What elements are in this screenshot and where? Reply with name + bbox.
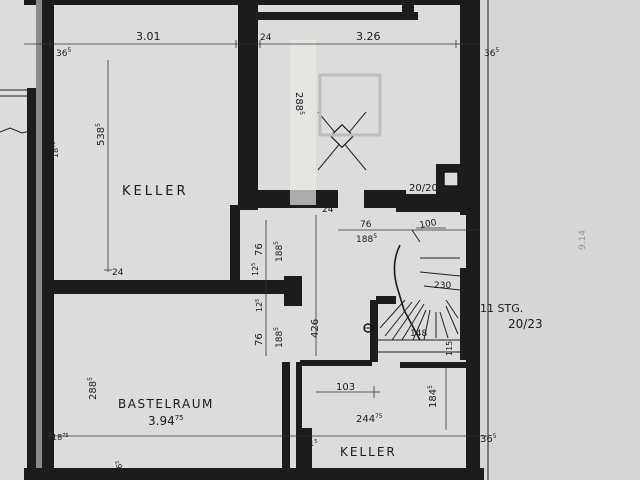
dim-244: 24475: [356, 413, 383, 425]
dim-hall-426: 426: [310, 319, 321, 338]
stair-length-b: 230: [434, 281, 451, 291]
dim-wall-36-right: 365: [484, 47, 499, 59]
stair-steps-label: 11 STG.: [480, 302, 523, 315]
dim-door-1885-a: 1885: [273, 241, 285, 262]
dim-door-1885-b: 1885: [273, 327, 285, 348]
floor-drain-symbol: [290, 40, 382, 205]
dim-1845: 1845: [427, 385, 439, 408]
dim-room-288-upper: 2885: [293, 92, 305, 115]
dim-door-115: 115: [304, 439, 317, 448]
dim-keller-height: 5385: [95, 123, 107, 146]
staircase: [363, 227, 472, 362]
dim-wall-365-br: 365: [480, 433, 497, 445]
paper-margin-right: [480, 0, 640, 480]
dim-hall-1885: 1885: [356, 233, 377, 245]
dim-wall-125-b: 125: [255, 299, 264, 312]
room-label-bastelraum: BASTELRAUM: [118, 397, 214, 411]
left-edge-lines: [0, 89, 35, 134]
dim-door-76-b: 76: [254, 333, 265, 346]
dim-wall-36-left: 365: [56, 47, 71, 59]
dim-top-right-width: 3.26: [356, 30, 381, 43]
stair-length-a: 100: [419, 218, 438, 231]
dim-left-188: 1875: [51, 141, 60, 158]
interior-walls: [54, 0, 466, 468]
dim-wall-24-door: 24: [322, 205, 334, 215]
room-label-keller-bottom: KELLER: [340, 445, 397, 459]
dimension-lines: [24, 40, 488, 440]
room-label-keller-top: KELLER: [122, 184, 188, 199]
stair-side-dim: 115: [445, 341, 454, 356]
dim-door-76-a: 76: [254, 243, 265, 256]
stair-ratio-label: 20/23: [508, 317, 543, 331]
dim-wall-24-mid: 24: [112, 268, 124, 278]
dim-wall-365-low: 365: [115, 461, 124, 474]
dim-wall-24-top: 24: [260, 33, 272, 43]
dim-wall-125-a: 125: [251, 263, 260, 276]
margin-note: 9.14: [578, 230, 588, 250]
room-area-bastelraum: 3.9475: [148, 414, 184, 428]
chimney-label: 20/20: [409, 183, 438, 194]
dim-103: 103: [336, 382, 355, 393]
dim-top-left-width: 3.01: [136, 30, 161, 43]
stair-length-c: 148: [410, 329, 427, 339]
dim-hall-76: 76: [360, 220, 372, 230]
dim-room-288-lower: 2885: [87, 377, 99, 400]
chimney: [436, 164, 466, 194]
dim-left-1875-low: 1875: [52, 433, 69, 442]
